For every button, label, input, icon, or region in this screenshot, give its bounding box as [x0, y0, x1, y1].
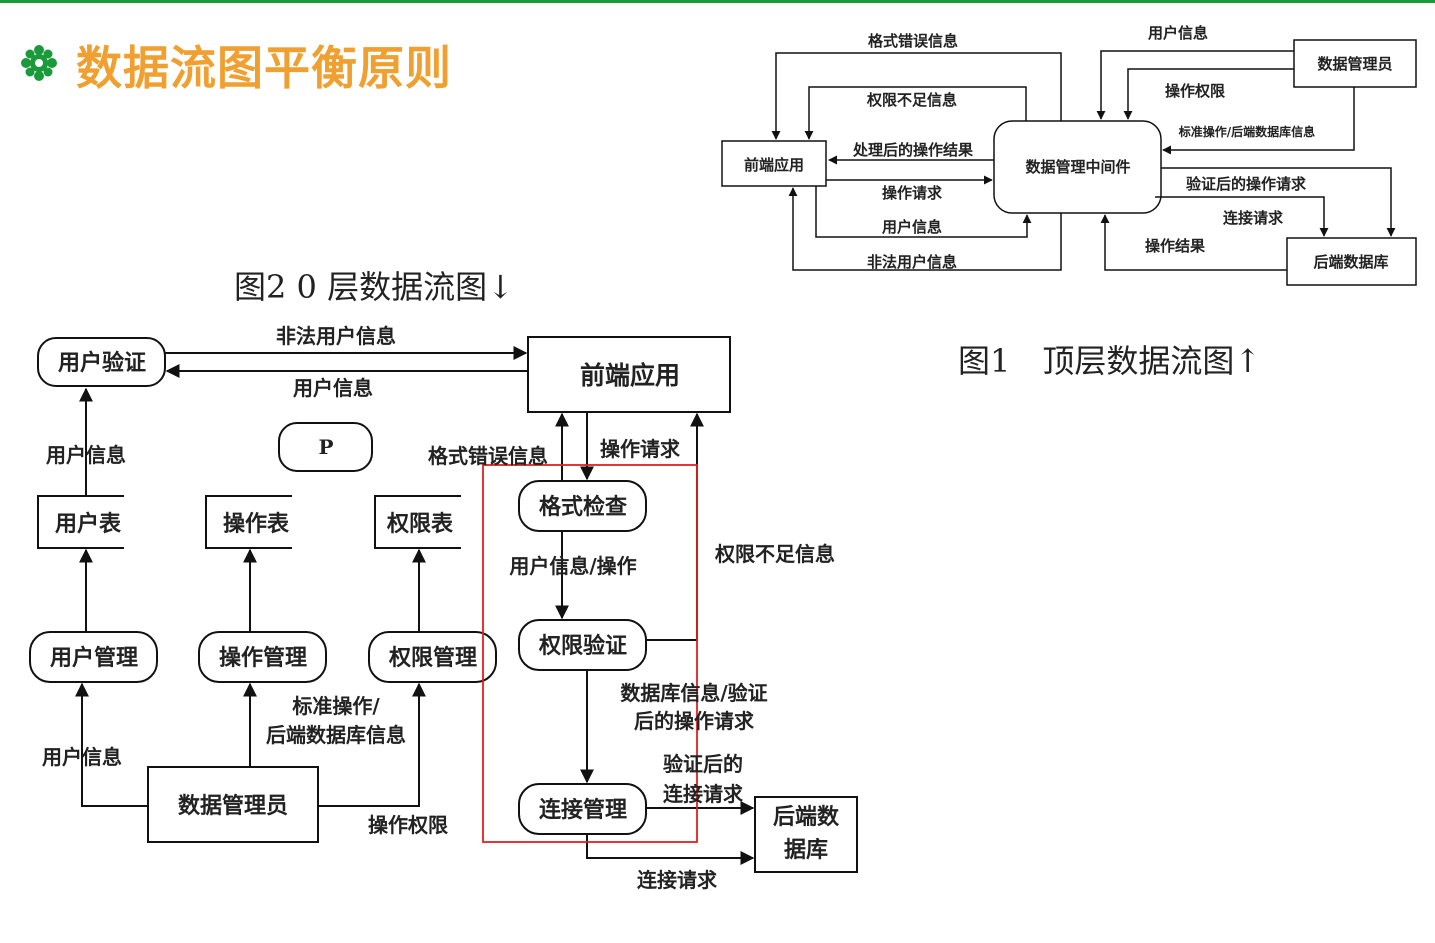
fig1-caption: 图1 顶层数据流图↑	[958, 342, 1261, 380]
fig1-label-conn-request: 连接请求	[1223, 209, 1284, 227]
fig2-flow-admin-user-info	[75, 682, 148, 807]
fig2-user-mgmt-label: 用户管理	[50, 645, 138, 671]
fig1-middleware-process	[993, 120, 1162, 214]
fig2-label-op-request: 操作请求	[600, 437, 681, 461]
fig2-admin-box	[147, 766, 319, 843]
fig2-perm-table-label: 权限表	[386, 511, 454, 537]
fig2-backend-db-box	[754, 796, 858, 873]
top-accent-bar	[0, 0, 1435, 3]
fig2-flow-conn-request	[586, 834, 755, 865]
fig2-conn-mgmt-label: 连接管理	[539, 797, 627, 823]
fig2-backend-db-label-1: 后端数	[773, 804, 840, 830]
fig1-frontend-box	[721, 140, 827, 187]
fig2-user-mgmt-process	[29, 631, 158, 683]
fig1-label-op-request: 操作请求	[882, 184, 943, 202]
fig2-flow-admin-op-permission	[318, 682, 426, 807]
fig1-flow-user-info	[815, 186, 1032, 238]
fig2-user-verify-process	[37, 337, 166, 387]
fig2-label-user-info-top: 用户信息	[293, 376, 373, 400]
figure-2-labels: 用户验证 P 格式检查 权限验证 连接管理 用户管理 操作管理 权限管理 用户表…	[50, 350, 840, 863]
fig2-frontend-box	[527, 336, 731, 413]
fig1-admin-box	[1293, 39, 1417, 88]
fig2-op-table-label: 操作表	[223, 512, 290, 537]
fig2-label-illegal-user: 非法用户信息	[276, 324, 396, 348]
fig2-perm-mgmt-label: 权限管理	[388, 645, 477, 671]
fig2-user-table-label: 用户表	[55, 511, 122, 537]
highlight-box	[482, 464, 698, 843]
fig2-label-std-1: 标准操作/	[292, 694, 380, 718]
fig1-label-illegal-user: 非法用户信息	[867, 253, 957, 271]
fig2-label-format-error: 格式错误信息	[428, 444, 548, 468]
fig2-label-user-info-left: 用户信息	[46, 443, 126, 467]
fig2-admin-label: 数据管理员	[178, 793, 288, 819]
fig2-user-table-store	[37, 495, 124, 549]
fig2-perm-table-store	[374, 495, 461, 549]
fig2-backend-db-label-2: 据库	[784, 838, 828, 863]
fig2-format-check-label: 格式检查	[539, 494, 627, 520]
fig2-label-verified-2: 连接请求	[663, 782, 744, 806]
fig2-frontend-label: 前端应用	[580, 361, 680, 390]
fig2-user-verify-label: 用户验证	[58, 350, 146, 376]
fig2-label-verified-1: 验证后的	[663, 752, 743, 776]
figure-1-labels: 前端应用 数据管理中间件 数据管理员 后端数据库 格式错误信息 权限不足信息 处…	[744, 24, 1393, 271]
fig2-perm-verify-label: 权限验证	[538, 633, 627, 659]
fig1-backend-db-box	[1286, 237, 1417, 286]
figure-1-top-level-dfd	[721, 39, 1417, 286]
fig1-label-processed-result: 处理后的操作结果	[852, 141, 974, 159]
fig2-label-insufficient-perm: 权限不足信息	[714, 542, 835, 566]
fig2-caption: 图2 0 层数据流图↓	[234, 268, 514, 306]
fig1-label-op-permission: 操作权限	[1165, 82, 1225, 100]
fig2-p-label: P	[318, 435, 333, 459]
fig1-flow-std-ops	[1162, 87, 1355, 155]
fig2-perm-verify-process	[518, 619, 647, 671]
fig2-label-admin-user-info: 用户信息	[42, 745, 122, 769]
fig1-flow-admin-op-permission	[1123, 68, 1294, 120]
fig1-flow-admin-user-info	[1096, 50, 1294, 120]
fig1-label-user-info: 用户信息	[882, 218, 942, 236]
fig2-label-conn-request: 连接请求	[637, 868, 718, 892]
fig1-flow-illegal-user	[788, 187, 1062, 271]
fig1-middleware-label: 数据管理中间件	[1025, 158, 1130, 176]
fig2-label-std-2: 后端数据库信息	[266, 723, 406, 747]
fig2-label-db-info-2: 后的操作请求	[634, 709, 755, 733]
fig1-flow-conn-request	[1155, 196, 1329, 237]
fig2-label-user-info-op: 用户信息/操作	[509, 554, 636, 578]
fig1-label-std-ops: 标准操作/后端数据库信息	[1178, 124, 1315, 139]
slide-title: 数据流图平衡原则	[76, 41, 452, 95]
gear-flower-icon	[21, 45, 57, 81]
fig1-flow-format-error	[771, 52, 1062, 140]
fig2-label-db-info-1: 数据库信息/验证	[620, 681, 767, 705]
fig2-perm-mgmt-process	[368, 631, 497, 683]
fig1-flow-insufficient-perm	[804, 86, 1027, 140]
fig1-flow-op-result	[1100, 214, 1287, 271]
figure-2-flow-labels: 非法用户信息 用户信息 用户信息 格式错误信息 操作请求 用户信息/操作 权限不…	[42, 324, 835, 892]
fig1-backend-db-label: 后端数据库	[1313, 253, 1388, 271]
fig2-format-check-process	[518, 480, 647, 532]
fig2-label-op-permission: 操作权限	[368, 813, 448, 837]
fig1-label-insufficient-perm: 权限不足信息	[866, 91, 957, 109]
fig1-frontend-label: 前端应用	[744, 156, 804, 174]
fig1-label-admin-user-info: 用户信息	[1148, 24, 1208, 42]
fig2-p-process	[278, 422, 373, 472]
fig1-flow-verified-request	[1161, 167, 1396, 237]
fig2-op-mgmt-label: 操作管理	[219, 645, 307, 671]
fig2-op-table-store	[205, 495, 292, 549]
fig1-label-format-error: 格式错误信息	[868, 32, 958, 50]
fig1-admin-label: 数据管理员	[1317, 55, 1392, 73]
fig2-op-mgmt-process	[198, 631, 327, 683]
fig1-label-verified-request: 验证后的操作请求	[1186, 175, 1307, 193]
figure-2-level0-dfd	[29, 336, 858, 873]
fig1-label-op-result: 操作结果	[1145, 237, 1206, 255]
